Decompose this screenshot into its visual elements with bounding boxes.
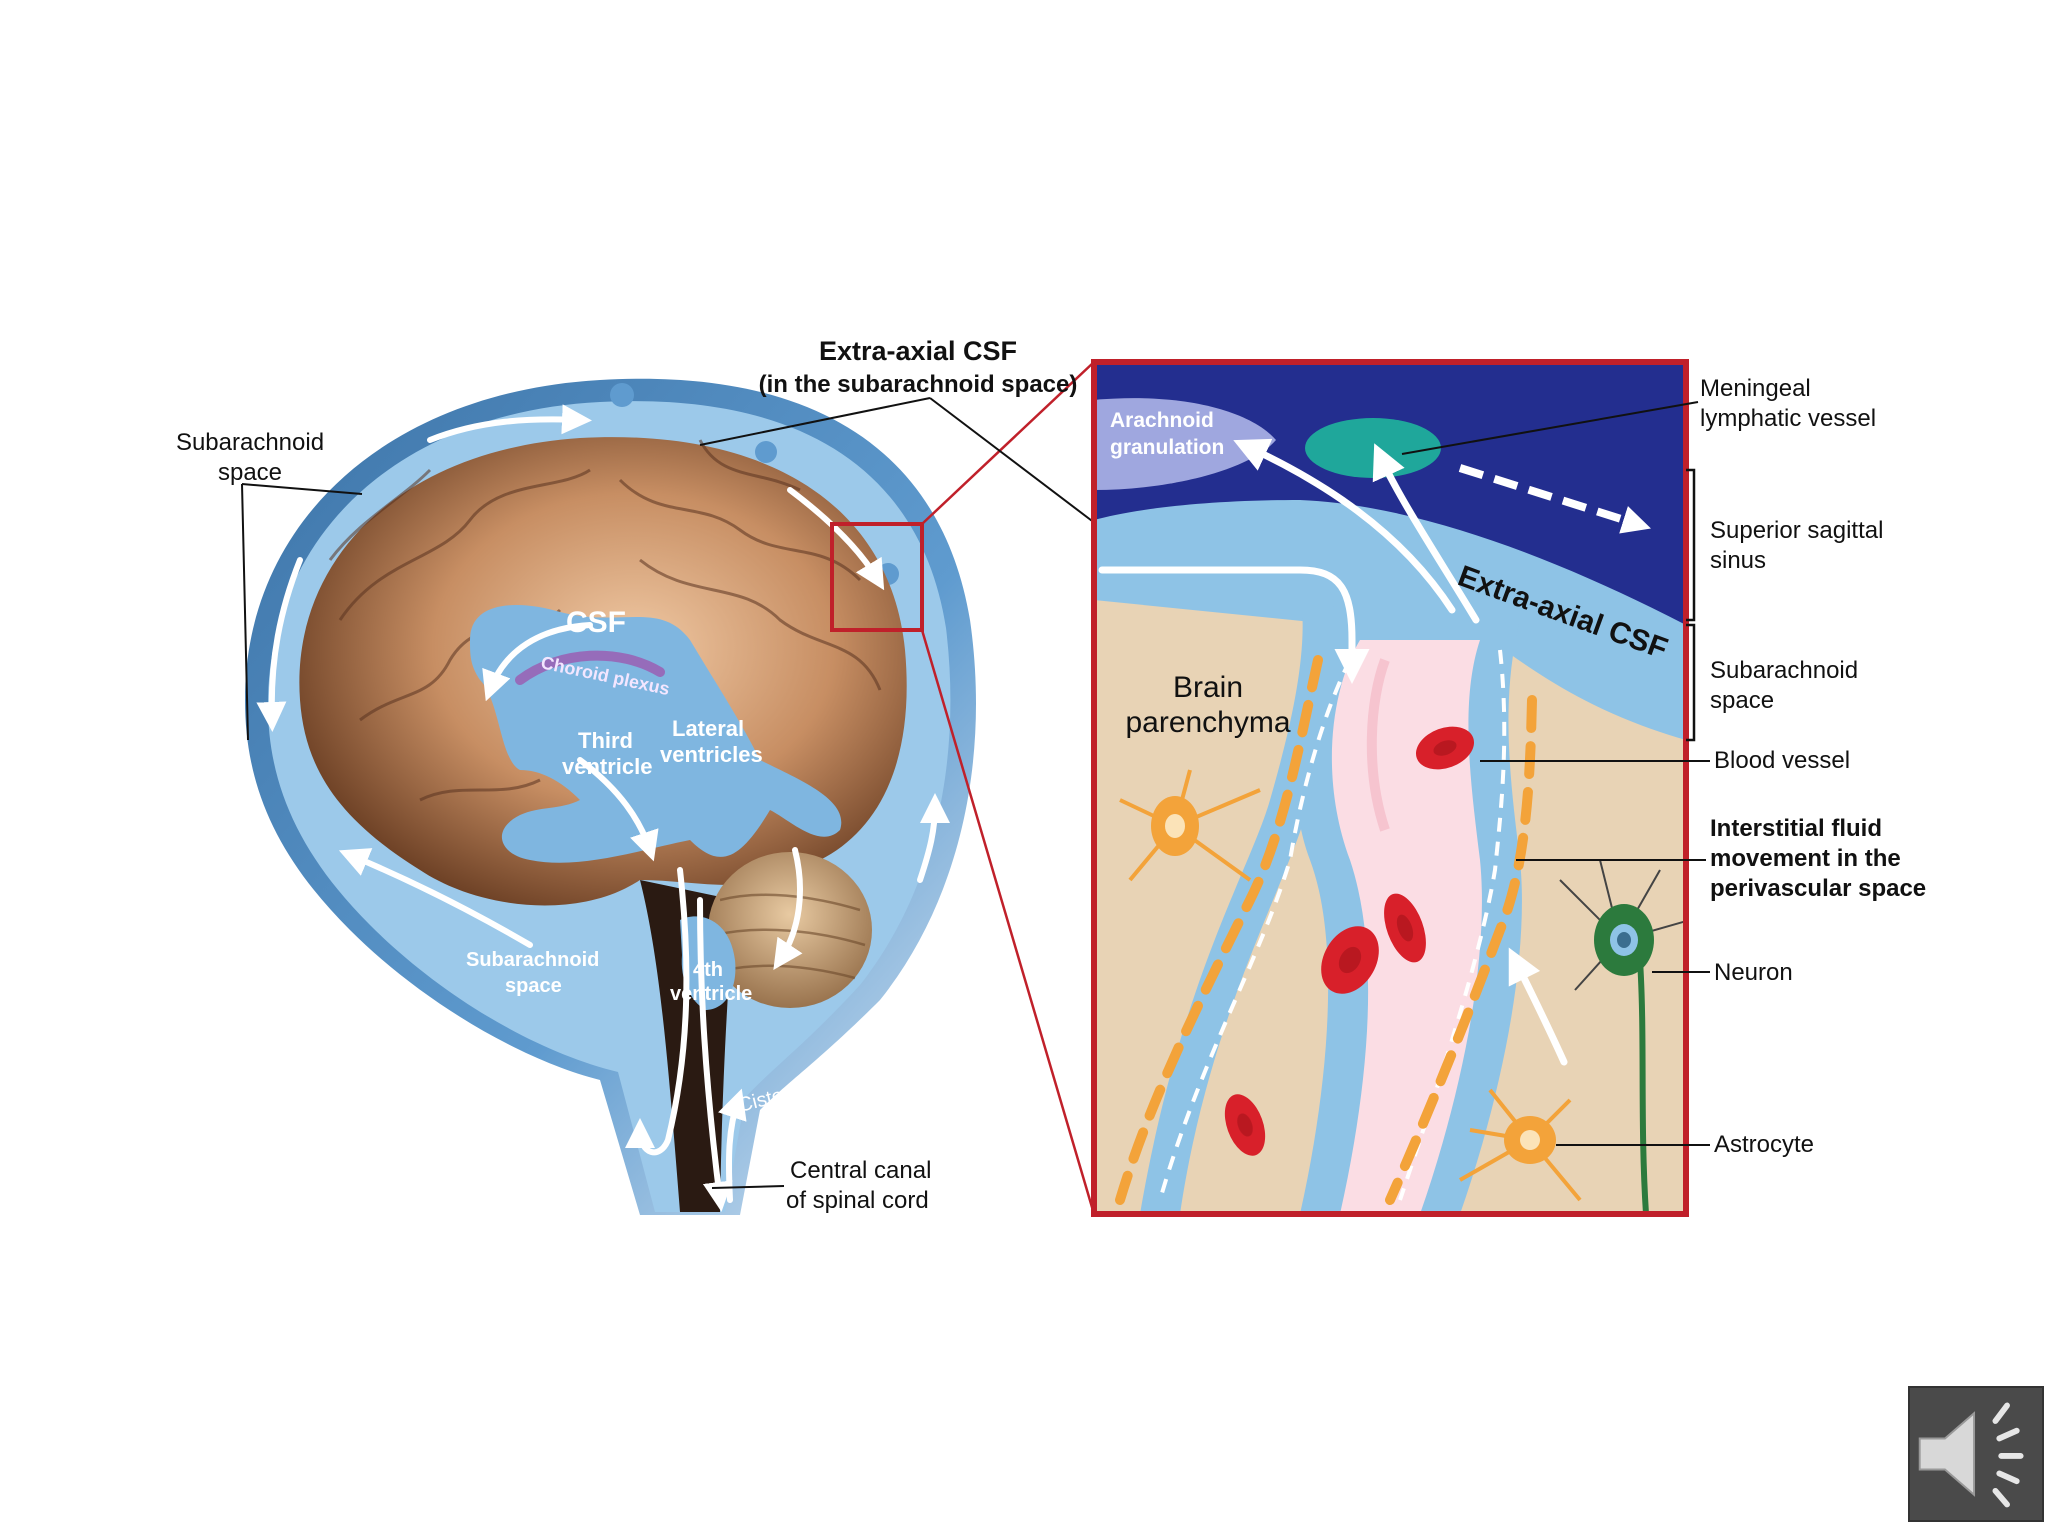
fourth-ventricle-label-1: 4th (693, 959, 723, 981)
isf-label-3: perivascular space (1710, 875, 1926, 902)
subarachnoid-right-label-1: Subarachnoid (1710, 657, 1858, 684)
subarachnoid-right-label-2: space (1710, 687, 1774, 714)
subarachnoid-bracket (1686, 623, 1696, 742)
lateral-ventricles-label-2: ventricles (660, 742, 763, 767)
lateral-ventricles (470, 605, 842, 863)
zoom-line-bottom (920, 629, 1096, 1215)
subarachnoid-leader (241, 483, 363, 741)
arachnoid-granulation (1094, 398, 1276, 490)
fourth-ventricle (680, 916, 736, 1010)
central-canal-leader (711, 1185, 785, 1189)
sinus-bracket (1686, 468, 1696, 622)
csf-flow-arrows (256, 404, 950, 1212)
fourth-ventricle-label-2: ventricle (670, 983, 752, 1005)
sss-label-1: Superior sagittal (1710, 517, 1883, 544)
astrocyte-label: Astrocyte (1714, 1131, 1814, 1158)
subarachnoid-space-label-1: Subarachnoid (176, 429, 324, 456)
third-ventricle-label-1: Third (578, 728, 633, 753)
csf-label: CSF (566, 606, 626, 639)
csf-entry-arrows (1098, 438, 1568, 1066)
lateral-ventricles-label-1: Lateral (672, 716, 744, 741)
meningeal-lymphatic-vessel (1305, 418, 1441, 478)
zoom-line-top (921, 361, 1095, 525)
astrocyte-endfeet (1115, 655, 1537, 1205)
subarachnoid-inner-label-2: space (505, 975, 562, 997)
isf-label-1: Interstitial fluid (1710, 815, 1882, 842)
third-ventricle-label-2: ventricle (562, 754, 653, 779)
sss-label-2: sinus (1710, 547, 1766, 574)
central-canal-label-1: Central canal (790, 1157, 931, 1184)
meningeal-label-1: Meningeal (1700, 375, 1811, 402)
isf-label-2: movement in the (1710, 845, 1901, 872)
subarachnoid-inner-label-1: Subarachnoid (466, 949, 599, 971)
subarachnoid-space-label-2: space (218, 459, 282, 486)
brain-parenchyma-label-2: parenchyma (1125, 706, 1290, 739)
zoom-panel: Arachnoid granulation Extra-axial CSF Br… (1094, 362, 1686, 1214)
brain-parenchyma-label-1: Brain (1173, 671, 1243, 704)
blood-vessel-label: Blood vessel (1714, 747, 1850, 774)
arachnoid-granulation-label-1: Arachnoid (1110, 409, 1214, 432)
sound-button[interactable] (1908, 1386, 2044, 1522)
zoom-box (830, 522, 924, 632)
extra-axial-title: Extra-axial CSF (819, 336, 1017, 366)
choroid-plexus (515, 650, 665, 685)
neuron-label: Neuron (1714, 959, 1793, 986)
extra-axial-subtitle: (in the subarachnoid space) (759, 371, 1078, 398)
meningeal-label-2: lymphatic vessel (1700, 405, 1876, 432)
extra-axial-leader (699, 397, 1105, 531)
speaker-icon (1918, 1402, 2024, 1508)
right-labels: Meningeal lymphatic vessel Superior sagi… (1401, 375, 1926, 1158)
central-canal-label-2: of spinal cord (786, 1187, 929, 1214)
zoom-panel-frame (1091, 359, 1689, 1217)
arachnoid-granulation-label-2: granulation (1110, 436, 1224, 459)
neuron-cell (1559, 859, 1686, 1214)
brain-illustration: CSF Choroid plexus Third ventricle Later… (176, 336, 1105, 1215)
